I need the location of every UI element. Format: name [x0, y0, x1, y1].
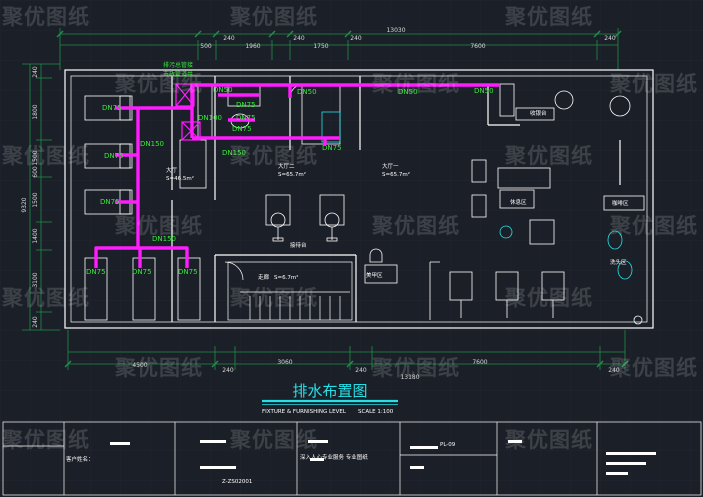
- room-label: 大厅: [166, 166, 178, 174]
- title-block: [2, 421, 702, 496]
- dim-bottom-seg: 3060: [277, 359, 292, 366]
- dim-top-seg: 240: [223, 35, 235, 42]
- dim-left-seg: 1500: [32, 192, 39, 207]
- dim-top-seg: 240: [350, 35, 362, 42]
- pipe-label: DN100: [198, 114, 222, 122]
- title-sub: FIXTURE & FURNISHING LEVEL: [262, 409, 347, 415]
- dim-bottom-seg: 240: [608, 367, 620, 374]
- dim-left-seg: 240: [32, 316, 39, 328]
- dim-left-seg: 3100: [32, 272, 39, 287]
- room-label: 美甲区: [366, 271, 383, 279]
- walls: [64, 69, 654, 329]
- title-main: 排水布置图: [292, 382, 367, 400]
- pipe-label: DN75: [236, 114, 256, 122]
- pipe-label: DN75: [132, 268, 152, 276]
- bottom-dimension-texts: 4500 240 3060 240 7600 240 13180: [132, 359, 620, 381]
- pipe-label: DN75: [100, 198, 120, 206]
- pipe-label: DN50: [398, 88, 418, 96]
- title-scale: SCALE 1:100: [358, 409, 394, 415]
- pipe-label: DN150: [152, 235, 176, 243]
- pipe-label: DN50: [474, 87, 494, 95]
- dimension-lines: [22, 28, 626, 370]
- pipe-label: DN150: [222, 149, 246, 157]
- pipe-label: DN150: [140, 140, 164, 148]
- drawing-number: Z-ZS02001: [222, 479, 252, 485]
- room-label: 洗头区: [610, 258, 627, 266]
- room-label: 大厅一: [382, 162, 399, 170]
- dim-left-seg: 600: [32, 166, 39, 178]
- title-block-bars: [110, 440, 656, 475]
- drainage-pipes: [94, 83, 500, 268]
- dim-bottom-seg: 7600: [472, 359, 487, 366]
- pipe-label: DN75: [86, 268, 106, 276]
- sheet-number: PL-09: [440, 442, 456, 448]
- room-label: 大厅二: [278, 162, 295, 170]
- room-labels: 大厅二 S=65.7m² 大厅一 S=65.7m² 大厅 S=46.5m² 走廊…: [166, 109, 629, 281]
- dim-top-total: 13030: [386, 27, 405, 34]
- dim-top-seg: 500: [200, 43, 212, 50]
- pipe-label: DN75: [322, 144, 342, 152]
- riser-box-lower: [181, 121, 201, 141]
- room-area: S=65.7m²: [382, 171, 410, 178]
- stairway: [224, 261, 353, 321]
- dim-left-seg: 1400: [32, 228, 39, 243]
- pipe-label: DN50: [213, 86, 233, 94]
- room-area: S=46.5m²: [166, 175, 194, 182]
- dim-top-seg: 7600: [470, 43, 485, 50]
- dimension-ticks: [56, 30, 629, 368]
- room-label: 咖啡区: [612, 199, 629, 207]
- title-block-texts: 客户姓名： Z-ZS02001 PL-09 深入人心专业服务 专业图纸: [66, 442, 456, 485]
- dim-top-seg: 240: [604, 35, 616, 42]
- pipe-label: DN75: [178, 268, 198, 276]
- room-label: 收银台: [530, 109, 547, 117]
- pipe-labels: DN75 DN75 DN75 DN150 DN150 DN150 DN75 DN…: [86, 86, 494, 276]
- left-dimension-texts: 240 1800 1500 600 1500 1400 3100 240 932…: [21, 66, 39, 328]
- room-label: 接待台: [290, 241, 307, 249]
- room-label: 休息区: [510, 198, 527, 206]
- dim-bottom-seg: 240: [355, 367, 367, 374]
- top-dimension-texts: 13030 500 240 1960 240 1750 240 7600 240: [200, 27, 616, 50]
- dim-top-seg: 1750: [313, 43, 328, 50]
- dim-left-seg: 1500: [32, 150, 39, 165]
- riser-note-line: 排污总管接: [163, 61, 193, 69]
- dim-bottom-total: 13180: [400, 374, 419, 381]
- pipe-label: DN75: [236, 101, 256, 109]
- pipe-label: DN50: [297, 88, 317, 96]
- riser-box: [175, 83, 195, 107]
- drawing-title: 排水布置图 FIXTURE & FURNISHING LEVEL SCALE 1…: [262, 382, 398, 415]
- pipe-label: DN75: [232, 125, 252, 133]
- riser-note: 排污总管接 市政管道井: [163, 61, 193, 78]
- dim-top-seg: 1960: [245, 43, 260, 50]
- dim-bottom-seg: 240: [222, 367, 234, 374]
- pipe-label: DN75: [104, 152, 124, 160]
- client-label: 客户姓名：: [66, 455, 94, 463]
- dim-left-total: 9320: [21, 197, 28, 212]
- dim-top-seg: 240: [293, 35, 305, 42]
- riser-note-line: 市政管道井: [163, 70, 193, 78]
- room-label: 走廊: [258, 273, 270, 281]
- hall-fixtures: [265, 83, 645, 325]
- room-area: S=65.7m²: [278, 171, 306, 178]
- dim-bottom-seg: 4500: [132, 362, 147, 369]
- dim-left-seg: 1800: [32, 104, 39, 119]
- room-area: S=6.7m²: [274, 274, 298, 281]
- dim-left-seg: 240: [32, 66, 39, 78]
- project-text: 深入人心专业服务 专业图纸: [300, 453, 368, 461]
- pipe-label: DN75: [102, 104, 122, 112]
